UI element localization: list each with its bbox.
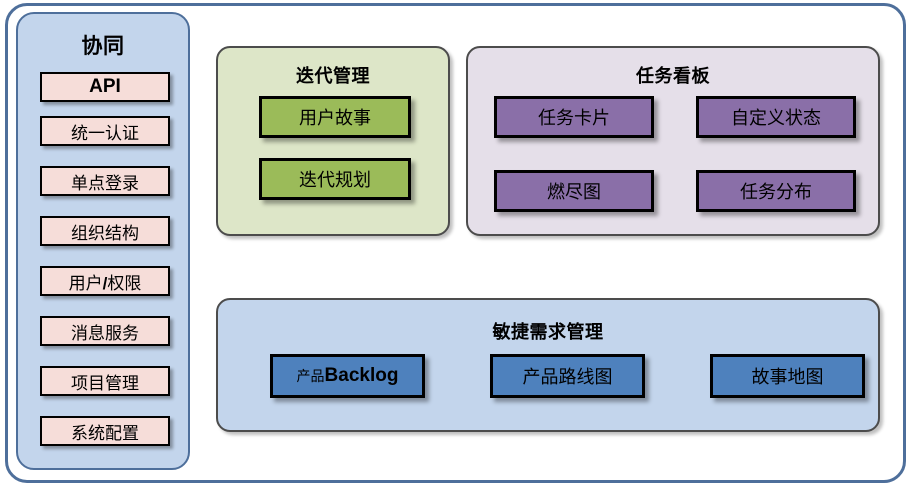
sidebar-item-org-structure[interactable]: 组织结构 [40, 216, 170, 246]
sidebar-title: 协同 [81, 35, 125, 58]
sidebar-item-unified-auth[interactable]: 统一认证 [40, 116, 170, 146]
sidebar-item-sso[interactable]: 单点登录 [40, 166, 170, 196]
box-custom-status[interactable]: 自定义状态 [696, 96, 856, 138]
box-task-card[interactable]: 任务卡片 [494, 96, 654, 138]
sidebar-item-user-permission-label: 用户/权限 [68, 273, 142, 293]
iteration-panel-title: 迭代管理 [296, 66, 370, 86]
box-product-backlog-cjk: 产品 [296, 370, 325, 385]
taskboard-panel-title: 任务看板 [636, 66, 710, 86]
box-product-backlog-latin: Backlog [324, 365, 399, 386]
box-burndown-chart[interactable]: 燃尽图 [494, 170, 654, 212]
requirements-panel-title: 敏捷需求管理 [492, 322, 604, 342]
panel-iteration-management: 迭代管理 用户故事 迭代规划 [216, 46, 450, 236]
box-story-map[interactable]: 故事地图 [710, 354, 865, 398]
sidebar-item-system-config[interactable]: 系统配置 [40, 416, 170, 446]
box-iteration-planning[interactable]: 迭代规划 [259, 158, 411, 200]
panel-task-board: 任务看板 任务卡片 自定义状态 燃尽图 任务分布 [466, 46, 880, 236]
sidebar-item-project-mgmt[interactable]: 项目管理 [40, 366, 170, 396]
box-task-distribution[interactable]: 任务分布 [696, 170, 856, 212]
sidebar-item-message-service[interactable]: 消息服务 [40, 316, 170, 346]
sidebar-item-user-permission[interactable]: 用户/权限 [40, 266, 170, 296]
box-product-roadmap[interactable]: 产品路线图 [490, 354, 645, 398]
box-user-story[interactable]: 用户故事 [259, 96, 411, 138]
sidebar-panel-collaboration: 协同 API 统一认证 单点登录 组织结构 用户/权限 消息服务 项目管理 系统… [16, 12, 190, 470]
sidebar-item-api[interactable]: API [40, 72, 170, 102]
